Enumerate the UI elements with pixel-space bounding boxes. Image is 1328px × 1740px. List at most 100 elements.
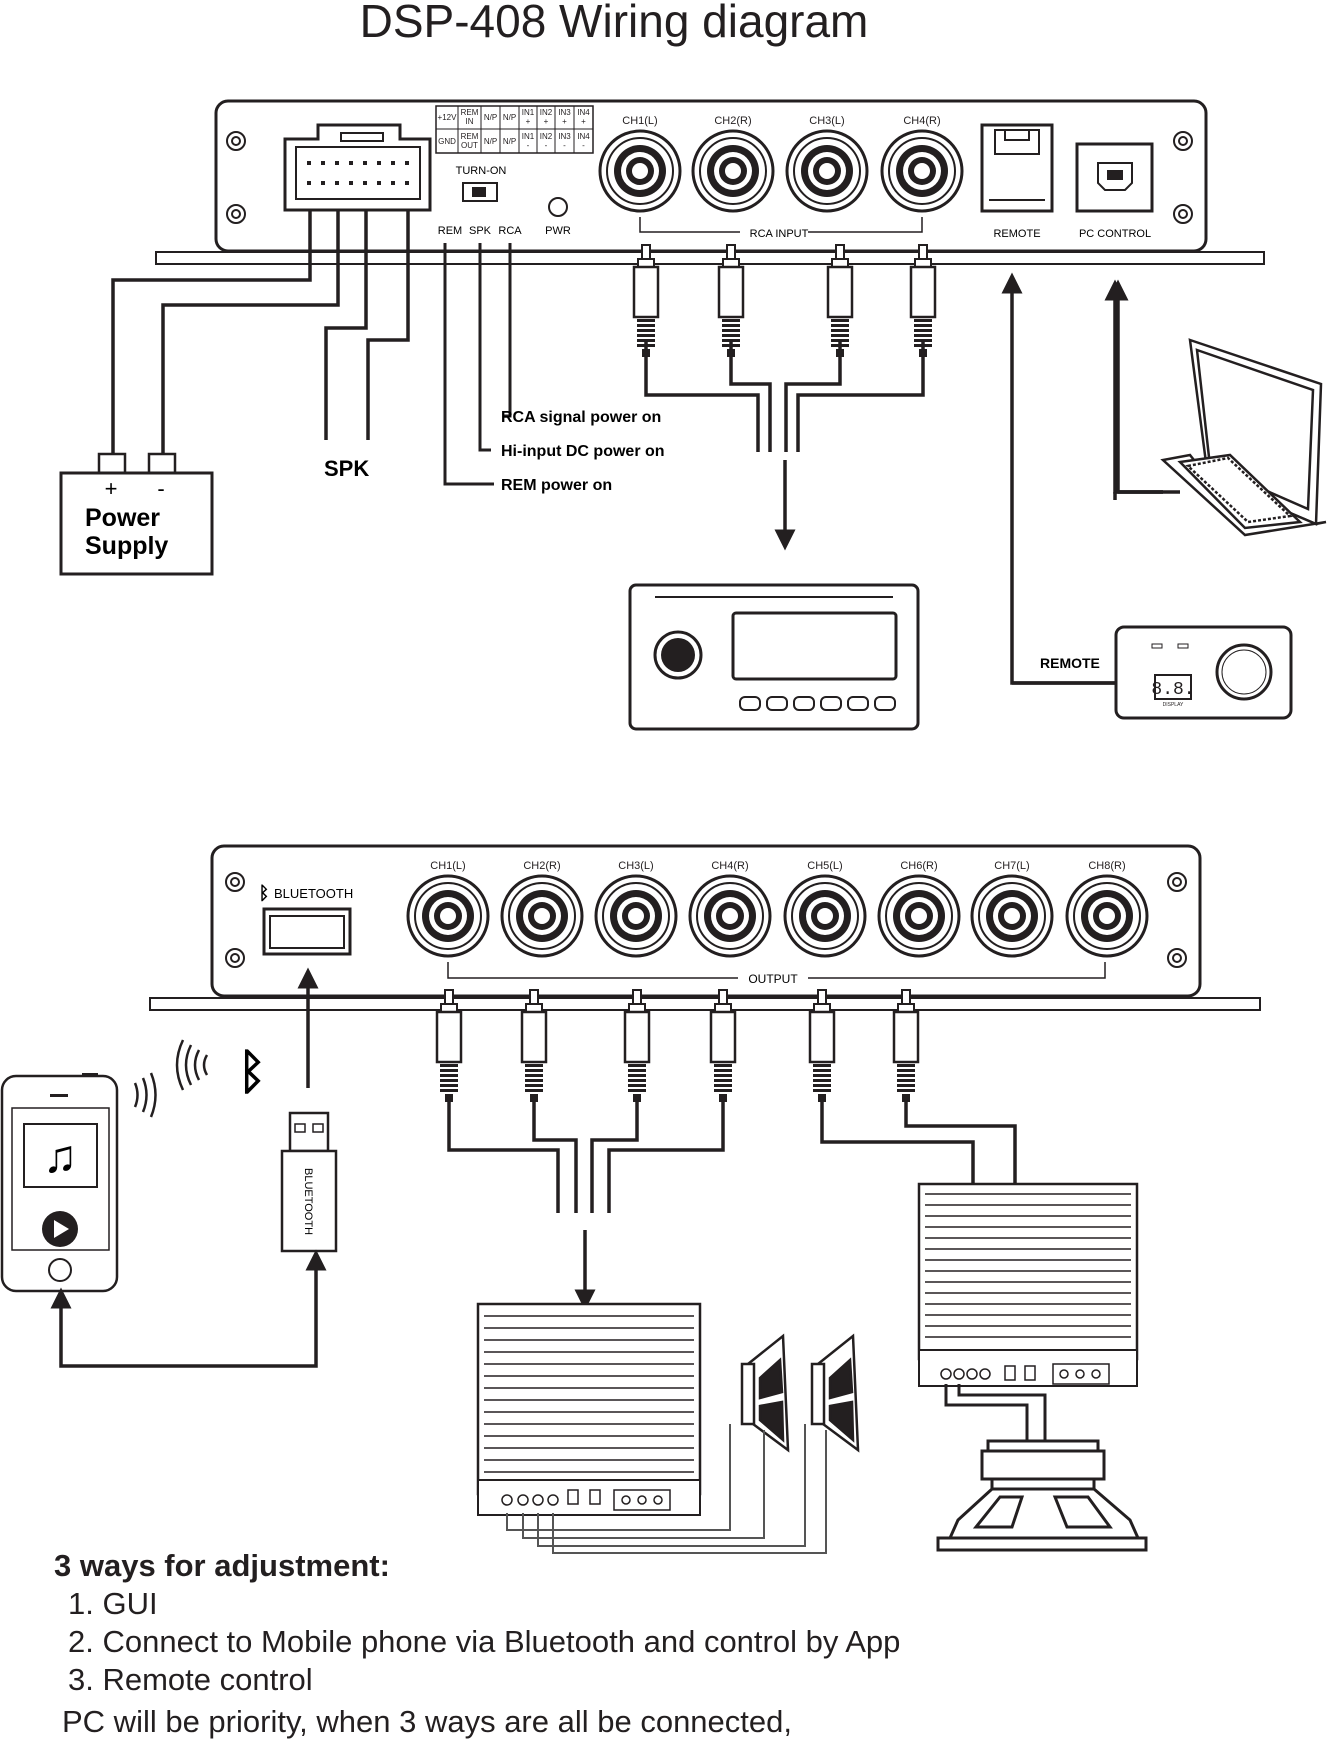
terminal-label: +12V — [438, 113, 458, 122]
callout-remote: REMOTE — [1040, 655, 1100, 671]
switch-label-rem: REM — [438, 225, 462, 237]
switch-label-spk: SPK — [469, 225, 492, 237]
terminal-label: + — [562, 117, 567, 126]
terminal-label: + — [526, 117, 531, 126]
priority-note: PC will be priority, when 3 ways are all… — [62, 1704, 792, 1739]
terminal-label: IN1 — [522, 108, 535, 117]
top-mount-bracket — [155, 251, 1265, 265]
rca-input-jacks: CH1(L)CH2(R)CH3(L)CH4(R) — [598, 115, 964, 213]
channel-label: CH3(L) — [618, 860, 653, 872]
terminal-label: OUT — [461, 141, 478, 150]
switch-label-rca: RCA — [498, 225, 522, 237]
bluetooth-port: ᛒ BLUETOOTH — [259, 883, 353, 956]
terminal-label: IN3 — [558, 132, 571, 141]
adjustment-item-gui: 1. GUI — [68, 1586, 158, 1621]
channel-label: CH7(L) — [994, 860, 1029, 872]
terminal-label: - — [527, 141, 530, 150]
wireless-signal-icon — [133, 1039, 209, 1118]
pwr-indicator: PWR — [545, 197, 571, 237]
bluetooth-symbol-icon: ᛒ — [259, 883, 270, 903]
bluetooth-cables — [50, 967, 327, 1368]
bluetooth-port-label: BLUETOOTH — [274, 886, 353, 901]
speaker-wires — [506, 1424, 827, 1554]
remote-display-readout: 8.8. — [1151, 680, 1194, 700]
terminal-label: REM — [461, 132, 479, 141]
terminal-label: + — [581, 117, 586, 126]
channel-label: CH1(L) — [430, 860, 465, 872]
rca-output-jacks: CH1(L)CH2(R)CH3(L)CH4(R)CH5(L)CH6(R)CH7(… — [406, 860, 1149, 958]
smartphone: ♫ — [0, 1073, 119, 1293]
power-supply-label-1: Power — [85, 504, 160, 532]
terminal-label: - — [545, 141, 548, 150]
terminal-label: + — [544, 117, 549, 126]
output-cables — [447, 1096, 1017, 1311]
laptop-icon — [1160, 338, 1327, 537]
turn-on-switch: TURN-ON REM SPK RCA — [438, 165, 522, 237]
output-label: OUTPUT — [748, 972, 798, 986]
channel-label: CH2(R) — [523, 860, 560, 872]
terminal-label: IN2 — [540, 108, 553, 117]
power-supply: + - Power Supply — [59, 452, 214, 576]
terminal-label: REM — [461, 108, 479, 117]
callout-rem: REM power on — [501, 477, 612, 494]
music-note-icon: ♫ — [43, 1130, 78, 1182]
terminal-label: N/P — [484, 113, 497, 122]
channel-label: CH4(R) — [903, 115, 940, 127]
top-screws — [226, 131, 1193, 224]
bluetooth-dongle: BLUETOOTH — [280, 1111, 338, 1253]
power-minus-label: - — [157, 476, 164, 501]
channel-label: CH5(L) — [807, 860, 842, 872]
terminal-label: IN — [466, 117, 474, 126]
adjustment-item-bluetooth: 2. Connect to Mobile phone via Bluetooth… — [68, 1624, 901, 1659]
terminal-label: N/P — [484, 137, 497, 146]
bottom-dsp-unit: ᛒ BLUETOOTH CH1(L) CH2(R) CH3(L) CH4(R) CH5(… — [149, 844, 1261, 1011]
callout-spk: SPK — [324, 456, 369, 481]
channel-label: CH4(R) — [711, 860, 748, 872]
remote-port: REMOTE — [980, 123, 1054, 240]
terminal-label: IN4 — [577, 108, 590, 117]
channel-label: CH1(L) — [622, 115, 657, 127]
terminal-label: N/P — [503, 137, 516, 146]
subwoofer-wires — [944, 1384, 1047, 1445]
bottom-screws — [225, 872, 1187, 968]
dongle-label: BLUETOOTH — [302, 1168, 314, 1235]
harness-wires — [111, 210, 410, 454]
pc-and-remote-cables — [1104, 279, 1163, 500]
callout-hi-input: Hi-input DC power on — [501, 443, 665, 460]
rca-output-plugs — [435, 989, 920, 1102]
channel-label: CH2(R) — [714, 115, 751, 127]
pc-control-port: PC CONTROL — [1075, 142, 1154, 240]
output-bracket — [447, 962, 1106, 979]
subwoofer-icon — [936, 1439, 1148, 1552]
amplifier-left — [476, 1302, 702, 1516]
rca-input-cables — [644, 340, 925, 551]
terminal-label: N/P — [503, 113, 516, 122]
bottom-mount-bracket — [149, 997, 1261, 1011]
terminal-label: - — [582, 141, 585, 150]
switch-leads — [443, 243, 512, 486]
power-plus-label: + — [105, 476, 118, 501]
channel-label: CH8(R) — [1088, 860, 1125, 872]
speaker-pair-icon — [740, 1333, 860, 1453]
rca-input-label: RCA INPUT — [750, 228, 809, 240]
terminal-label: IN2 — [540, 132, 553, 141]
remote-port-label: REMOTE — [993, 228, 1040, 240]
turn-on-label: TURN-ON — [456, 165, 507, 177]
terminal-label: IN1 — [522, 132, 535, 141]
harness-connector — [283, 123, 432, 212]
power-supply-label-2: Supply — [85, 532, 168, 560]
pc-control-label: PC CONTROL — [1079, 228, 1151, 240]
adjustment-item-remote: 3. Remote control — [68, 1662, 313, 1697]
bluetooth-icon: ᛒ — [238, 1046, 267, 1099]
terminal-label: IN3 — [558, 108, 571, 117]
amplifier-right — [917, 1182, 1139, 1387]
remote-display-label: DISPLAY — [1163, 702, 1184, 708]
adjustment-heading: 3 ways for adjustment: — [54, 1548, 390, 1583]
pwr-label: PWR — [545, 225, 571, 237]
head-unit — [628, 583, 920, 731]
rca-input-bracket — [639, 217, 923, 233]
wired-remote: 8.8. DISPLAY — [1114, 625, 1293, 720]
